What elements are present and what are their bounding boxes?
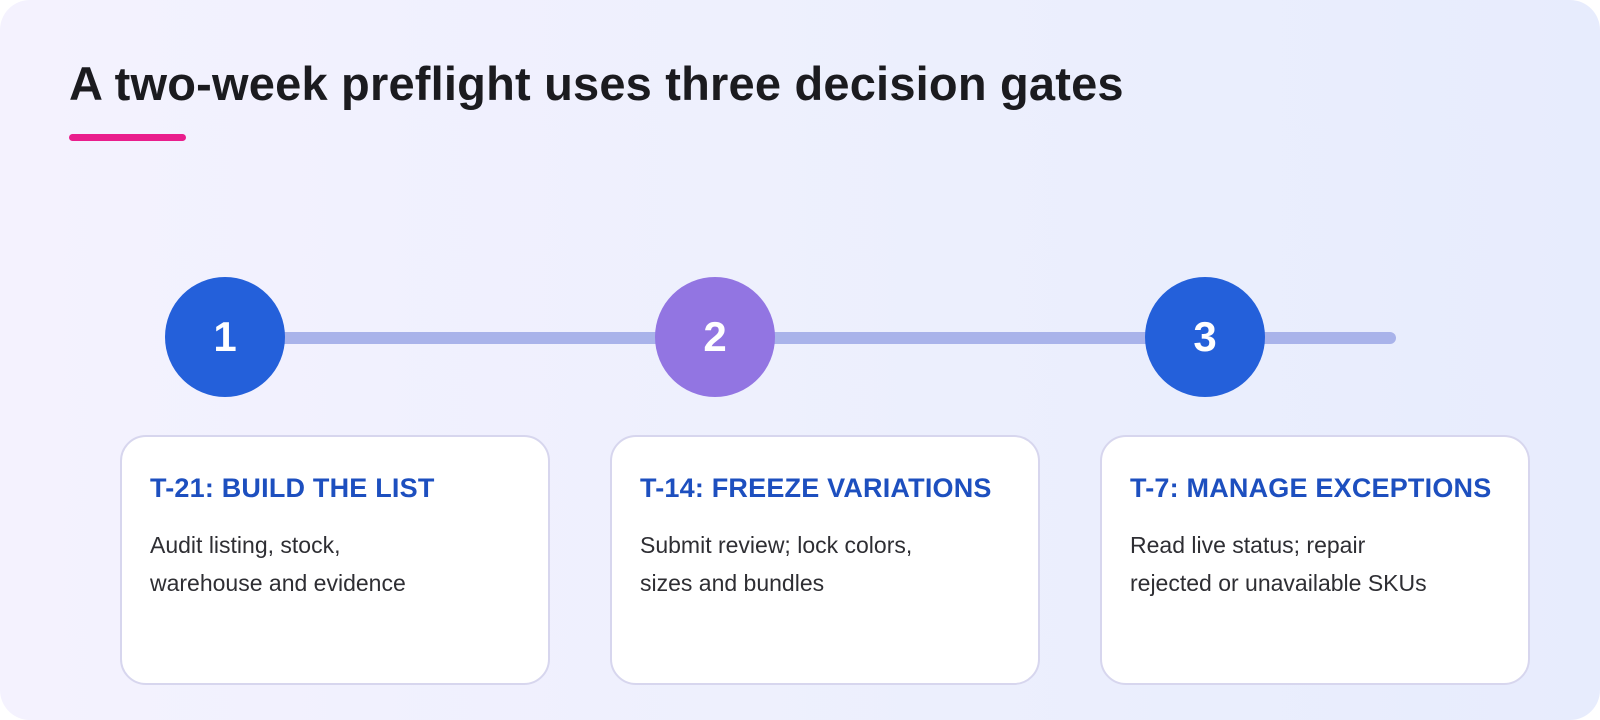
step-3-node: 3	[1145, 277, 1265, 397]
step-2-description: Submit review; lock colors, sizes and bu…	[640, 532, 913, 596]
step-3-number: 3	[1193, 313, 1217, 360]
timeline-track	[224, 332, 1396, 344]
step-3-description: Read live status; repair rejected or una…	[1130, 532, 1427, 596]
step-1-number: 1	[213, 313, 237, 360]
title-accent-bar	[69, 134, 186, 141]
step-1-node: 1	[165, 277, 285, 397]
page-title: A two-week preflight uses three decision…	[69, 57, 1124, 110]
step-3-card: T-7: MANAGE EXCEPTIONS Read live status;…	[1100, 435, 1530, 685]
step-1-description: Audit listing, stock, warehouse and evid…	[150, 532, 406, 596]
step-2-title: T-14: FREEZE VARIATIONS	[640, 473, 992, 503]
step-1-card: T-21: BUILD THE LIST Audit listing, stoc…	[120, 435, 550, 685]
step-2-card: T-14: FREEZE VARIATIONS Submit review; l…	[610, 435, 1040, 685]
step-3-title: T-7: MANAGE EXCEPTIONS	[1130, 473, 1492, 503]
step-2-number: 2	[703, 313, 727, 360]
step-2-node: 2	[655, 277, 775, 397]
step-1-title: T-21: BUILD THE LIST	[150, 473, 435, 503]
